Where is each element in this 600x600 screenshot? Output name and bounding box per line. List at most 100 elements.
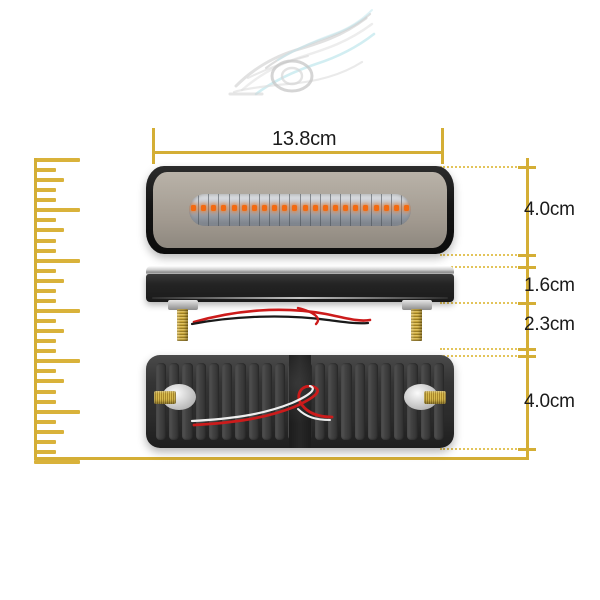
ruler-tick-major [34,410,80,414]
ruler-tick-minor [34,319,56,323]
width-dimension-label: 13.8cm [272,128,337,150]
leader-line-6 [440,355,536,357]
pad-rib [195,363,206,440]
harness-wires [190,306,372,326]
left-frame-line [34,158,37,460]
height-tick-4 [518,302,536,305]
height-label-pad: 4.0cm [524,391,575,412]
led-emitter [302,205,308,212]
led-segment [371,194,382,226]
height-label-studs: 2.3cm [524,314,575,335]
leader-line-3 [440,266,536,268]
led-segment [189,194,200,226]
ruler-tick-minor [34,329,64,333]
led-segment [300,194,311,226]
led-emitter [251,205,257,212]
pad-center-seam [289,355,311,448]
pad-rib [275,363,286,440]
ruler-tick-minor [34,400,56,404]
pad-rib [208,363,220,440]
led-segment [280,194,291,226]
led-emitter [322,205,328,212]
ruler-tick-major [34,158,80,162]
ruler-tick-minor [34,198,56,202]
ruler-tick-minor [34,239,56,243]
led-segment [209,194,220,226]
led-emitter [262,205,268,212]
pad-rib [328,363,339,440]
led-emitter [312,205,318,212]
ruler-tick-minor [34,440,56,444]
width-dimension-line [152,151,444,154]
ruler-tick-minor [34,349,56,353]
pad-stud-bolt-left [154,391,176,404]
height-tick-3 [518,266,536,269]
ruler-tick-minor [34,228,64,232]
led-emitter [201,205,207,212]
stud-shaft-left [177,309,188,341]
led-emitter [221,205,227,212]
stud-shaft-right [411,309,422,341]
led-segment [199,194,210,226]
led-emitter [383,205,389,212]
pad-rib [354,363,365,440]
led-segment [361,194,372,226]
height-tick-1 [518,166,536,169]
led-emitter [241,205,247,212]
led-segment [249,194,260,226]
height-tick-6 [518,355,536,358]
pad-rib [314,363,326,440]
led-emitter [231,205,237,212]
led-segment [341,194,352,226]
ruler-tick-major [34,259,80,263]
rear-mounting-pad-view [146,355,454,448]
mounting-studs-view [146,300,454,348]
bottom-frame-line [34,457,529,460]
ruler-tick-minor [34,450,56,454]
pad-rib [394,363,405,440]
height-tick-7 [518,448,536,451]
stud-base-left [168,300,198,310]
ruler-tick-minor [34,249,56,253]
led-segment [259,194,271,226]
width-dimension-tick-left [152,128,155,164]
pad-rib [222,363,233,440]
front-lens-view [146,166,454,254]
led-segment [270,194,281,226]
pad-rib [248,363,259,440]
leader-line-5 [440,348,536,350]
height-tick-2 [518,254,536,257]
led-emitter [272,205,278,212]
led-emitter [343,205,349,212]
led-emitter [353,205,359,212]
stud-base-right [402,300,432,310]
led-emitter [191,205,197,212]
pad-rib [235,363,246,440]
width-dimension-tick-right [441,128,444,164]
led-segment [310,194,321,226]
pad-rib [380,363,392,440]
led-emitter [404,205,410,212]
ruler-tick-minor [34,218,56,222]
ruler-tick-minor [34,390,56,394]
pad-rib [261,363,273,440]
height-label-bar: 1.6cm [524,275,575,296]
ruler-tick-minor [34,279,64,283]
pad-rib [341,363,352,440]
leader-line-7 [440,448,536,450]
led-segment [330,194,342,226]
led-segment [351,194,362,226]
led-emitter [393,205,399,212]
bar-body [146,274,454,302]
ruler-tick-major [34,460,80,464]
ruler-tick-minor [34,420,56,424]
right-frame-line [526,158,529,460]
car-watermark-logo [228,9,376,96]
ruler-tick-minor [34,188,56,192]
led-emitter [363,205,369,212]
led-segment [381,194,392,226]
led-segment [290,194,301,226]
led-segment [239,194,250,226]
led-emitter [282,205,288,212]
